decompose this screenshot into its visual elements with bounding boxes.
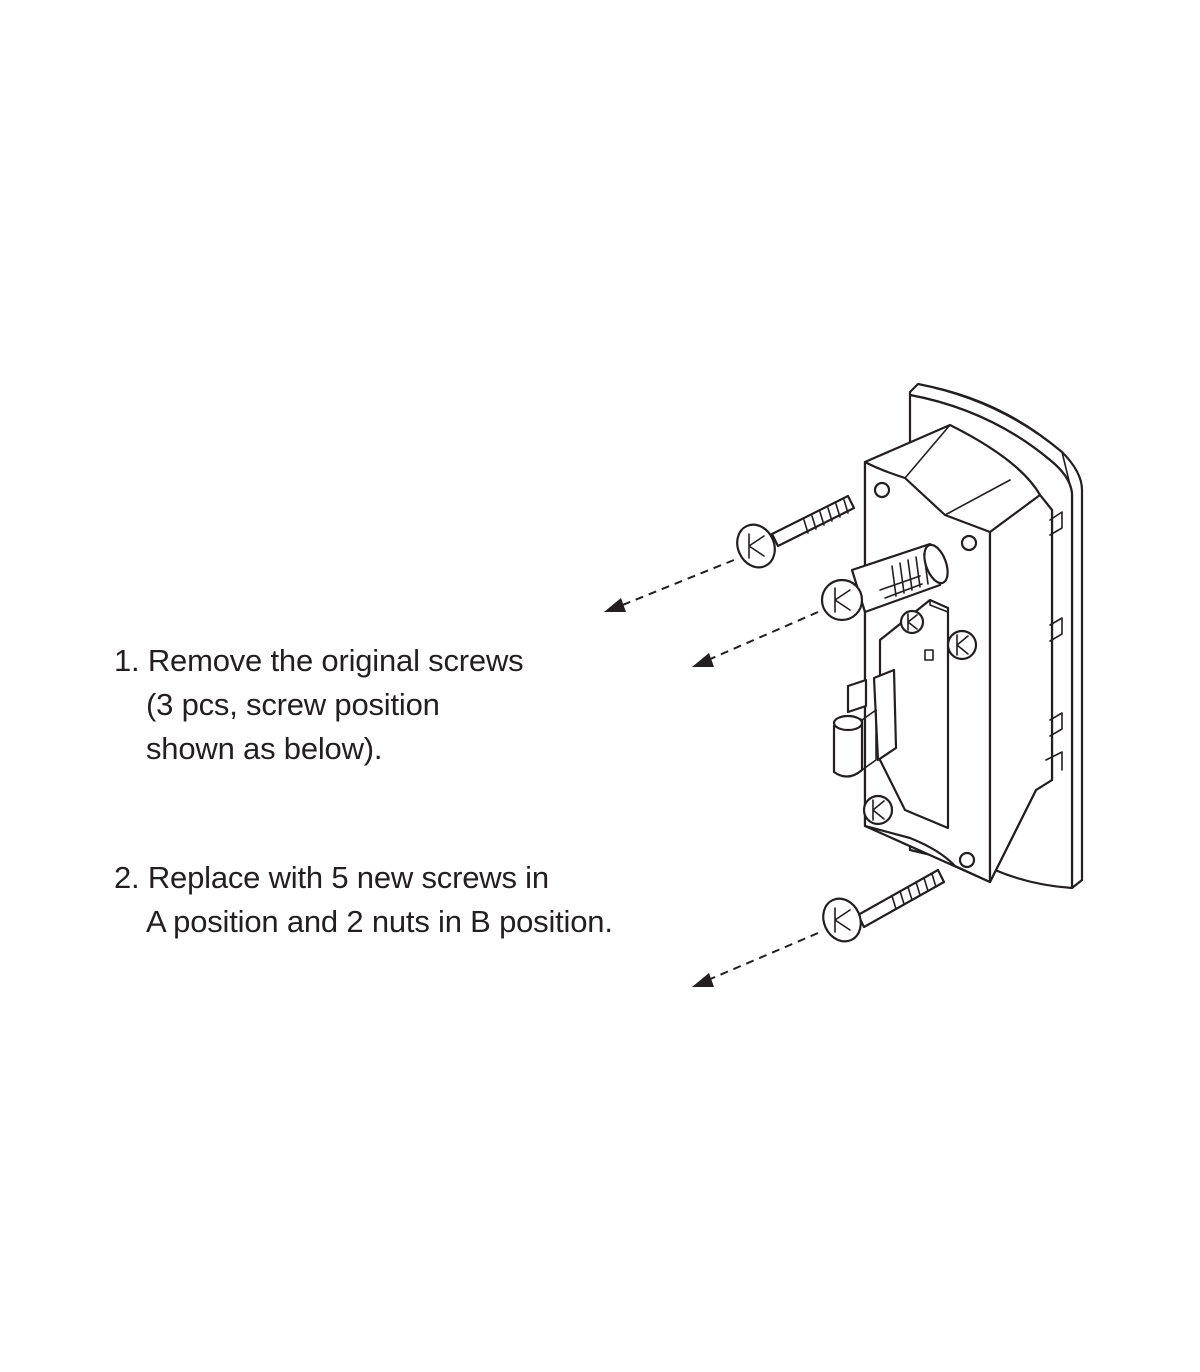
step-1-instruction: 1. Remove the original screws (3 pcs, sc… bbox=[114, 639, 524, 771]
step-2-instruction: 2. Replace with 5 new screws in A positi… bbox=[114, 856, 613, 944]
dashed-arrow-icon bbox=[692, 932, 819, 987]
step-1-line-3: shown as below). bbox=[146, 731, 383, 766]
lock-housing bbox=[832, 423, 1063, 884]
mount-hole-icon bbox=[958, 851, 976, 869]
seated-screw-icon bbox=[862, 794, 894, 826]
step-2-line-2: A position and 2 nuts in B position. bbox=[146, 904, 613, 939]
mount-hole-icon bbox=[873, 481, 891, 499]
seated-screw-icon bbox=[899, 609, 925, 635]
screw-icon bbox=[736, 494, 856, 569]
screw-icon bbox=[822, 868, 946, 943]
dashed-arrow-icon bbox=[692, 611, 819, 667]
step-2-line-1: 2. Replace with 5 new screws in bbox=[114, 860, 549, 895]
dashed-arrow-icon bbox=[604, 559, 735, 612]
step-1-line-1: 1. Remove the original screws bbox=[114, 643, 524, 678]
step-1-line-2: (3 pcs, screw position bbox=[146, 687, 440, 722]
standoff-screw-icon bbox=[820, 542, 949, 622]
seated-screw-icon bbox=[946, 629, 978, 661]
mount-hole-icon bbox=[960, 534, 978, 552]
